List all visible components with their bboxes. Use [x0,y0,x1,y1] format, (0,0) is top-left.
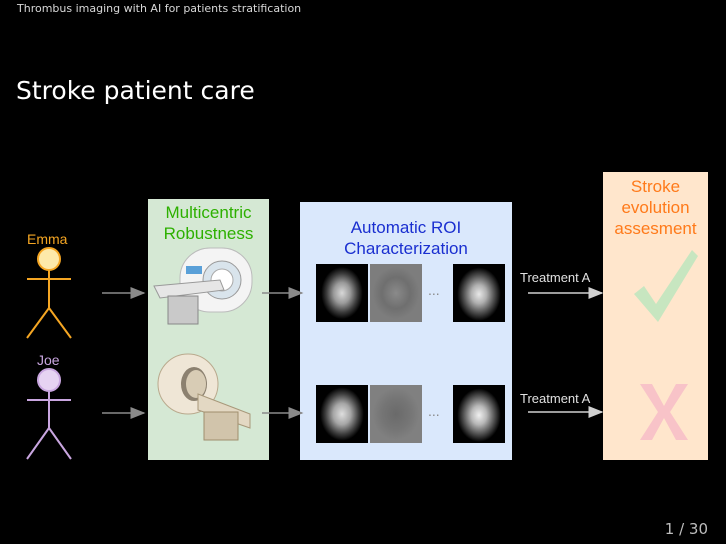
page-number: 1 / 30 [664,520,708,538]
mri-slice-1c [453,264,505,322]
treatment-label-1: Treatment A [520,270,591,285]
evolution-title-line2: evolution [621,198,690,217]
robustness-title-line1: Multicentric [165,203,252,222]
roi-title: Automatic ROI Characterization [300,217,512,259]
roi-title-line1: Automatic ROI [350,218,462,237]
presentation-header: Thrombus imaging with AI for patients st… [17,2,302,15]
slices-ellipsis-2: ... [428,403,440,419]
evolution-title-line3: assesment [614,219,697,238]
mri-slice-2a [316,385,368,443]
cross-icon [640,384,688,440]
mri-slice-1b [370,264,422,322]
patient-name-joe: Joe [37,352,60,368]
emma-stick-figure-icon [26,247,72,339]
mri-scanner-icon [153,247,253,325]
treatment-label-2: Treatment A [520,391,591,406]
ct-scanner-icon [157,353,251,441]
mri-slice-2b [370,385,422,443]
check-icon [634,250,698,322]
patient-name-emma: Emma [27,231,68,247]
joe-stick-figure-icon [26,368,72,460]
mri-slice-2c [453,385,505,443]
evolution-title: Stroke evolution assesment [603,176,708,239]
slide-title: Stroke patient care [16,76,255,105]
robustness-title-line2: Robustness [163,224,254,243]
mri-slice-1a [316,264,368,322]
robustness-title: Multicentric Robustness [148,202,269,244]
slices-ellipsis-1: ... [428,282,440,298]
evolution-title-line1: Stroke [630,177,681,196]
roi-title-line2: Characterization [344,239,468,258]
